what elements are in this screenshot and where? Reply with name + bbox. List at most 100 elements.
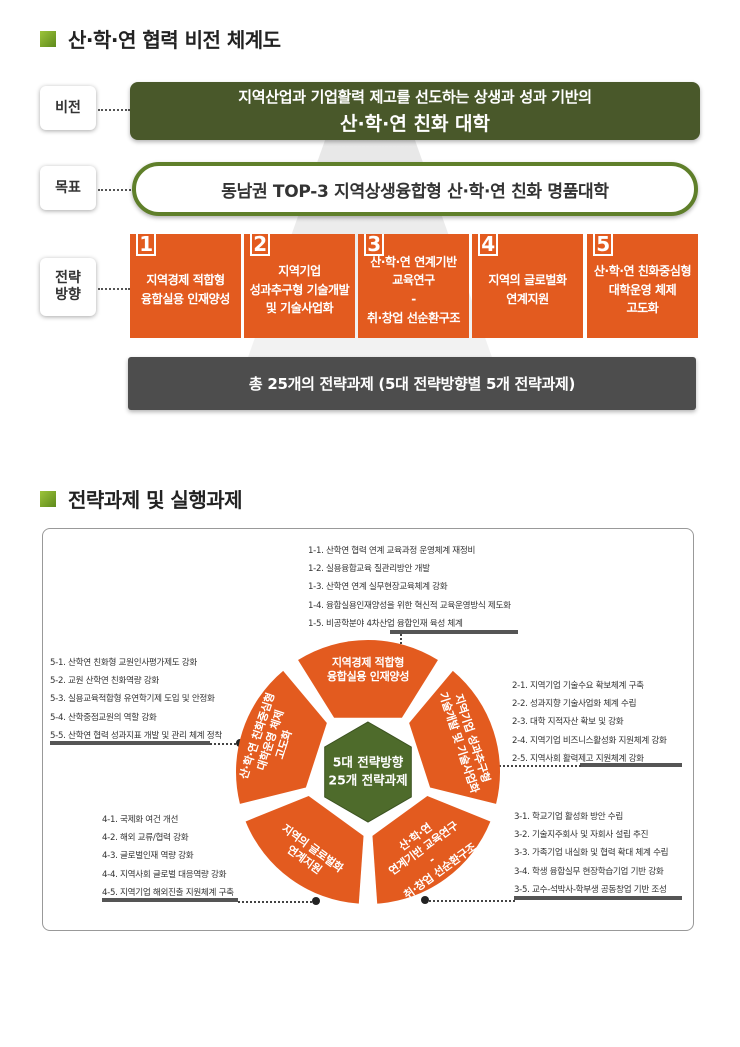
strategy-line: 연계지원 [506,292,549,306]
task-item: 3-1. 학교기업 활성화 방안 수립 [514,812,623,822]
strategy-label: 전략 방향 [40,258,96,316]
task-item: 2-3. 대학 지적자산 확보 및 강화 [512,717,624,728]
section2-title: 전략과제 및 실행과제 [40,484,243,513]
strategy-label-line1: 전략 [55,270,81,287]
strategy-number: 5 [593,234,613,256]
task-item: 1-4. 융합실용인재양성을 위한 혁신적 교육운영방식 제도화 [308,600,511,611]
task-item: 5-4. 산학중점교원의 역할 강화 [50,712,157,723]
connector-5 [210,743,240,745]
task-item: 2-2. 성과지향 기술사업화 체계 수립 [512,699,637,710]
strategy-number: 4 [478,234,498,256]
hub-text: 25개 전략과제 [328,773,407,788]
wheel-segment-3 [372,795,491,904]
task-item: 1-3. 산학연 연계 실무현장교육체계 강화 [308,582,448,593]
strategy-line: 산·학·연 연계기반 [370,254,457,269]
wheel-segment-5 [236,670,327,804]
section1-title: 산·학·연 협력 비전 체계도 [40,24,281,53]
strategy-line: 융합실용 인재양성 [141,292,230,306]
goal-box: 동남권 TOP-3 지역상생융합형 산·학·연 친화 명품대학 [132,162,698,216]
task-bar-2 [580,763,682,767]
task-item: 3-4. 학생 융합실무 현장학습기업 기반 강화 [514,866,664,877]
task-item: 4-4. 지역사회 글로벌 대응역량 강화 [102,869,227,880]
strategy-connector [98,288,130,290]
section1-title-text: 산·학·연 협력 비전 체계도 [68,28,281,52]
task-bar-5 [50,741,210,745]
strategy-line: 지역기업 [278,264,321,279]
vision-label: 비전 [40,86,96,130]
vision-box: 지역산업과 기업활력 제고를 선도하는 상생과 성과 기반의 산·학·연 친화 … [130,82,700,140]
strategy-label-line2: 방향 [55,287,81,303]
bullet-square-icon [40,30,56,47]
task-bar-1 [390,630,518,634]
task-item: 5-5. 산학연 협력 성과지표 개발 및 관리 체계 정착 [50,730,222,741]
section2-title-text: 전략과제 및 실행과제 [68,488,243,512]
connector-dot-3 [421,896,429,904]
strategy-line: 성과추구형 기술개발 [249,282,350,297]
task-item: 1-1. 산학연 협력 연계 교육과정 운영체계 재정비 [308,546,476,556]
task-item: 3-5. 교수-석박사-학부생 공동창업 기반 조성 [514,884,667,895]
task-list-5: 5-1. 산학연 친화형 교원인사평가제도 강화 5-2. 교원 산학연 친화역량… [50,654,222,745]
task-item: 2-4. 지역기업 비즈니스활성화 지원체계 강화 [512,735,667,746]
bullet-square-icon [40,490,56,507]
task-item: 5-3. 실용교육적합형 유연학기제 도입 및 안정화 [50,694,215,705]
task-item: 4-5. 지역기업 해외진출 지원체계 구축 [102,887,234,898]
connector-3 [425,900,515,902]
goal-label-text: 목표 [55,179,81,196]
total-text: 총 25개의 전략과제 (5대 전략방향별 5개 전략과제) [248,375,576,393]
strategy-line: 교육연구 [392,273,435,288]
strategy-line: 대학운영 체제 [608,282,677,297]
task-item: 3-3. 가족기업 내실화 및 협력 확대 체계 수립 [514,848,669,859]
strategy-number: 2 [250,234,270,256]
task-list-1: 1-1. 산학연 협력 연계 교육과정 운영체계 재정비 1-2. 실용융합교육 … [308,542,511,633]
task-item: 4-1. 국제화 여건 개선 [102,815,179,825]
connector-4 [238,901,316,903]
wheel-segment-text: 지역경제 적합형 [332,655,404,669]
vision-connector [98,109,130,111]
task-list-3: 3-1. 학교기업 활성화 방안 수립 3-2. 기술지주회사 및 자회사 설립 … [514,808,669,899]
strategy-line: 지역경제 적합형 [146,273,225,288]
goal-label: 목표 [40,166,96,210]
strategy-line: 산·학·연 친화중심형 [593,264,692,279]
strategy-number: 3 [364,234,384,256]
hub-text: 5대 전략방향 [333,755,404,770]
total-box: 총 25개의 전략과제 (5대 전략방향별 5개 전략과제) [128,357,696,410]
strategy-number: 1 [136,234,156,256]
goal-connector [98,189,134,191]
strategy-line: 지역의 글로벌화 [488,273,567,288]
task-bar-3 [514,896,682,900]
task-item: 2-1. 지역기업 기술수요 확보체계 구축 [512,681,644,691]
goal-text: 동남권 TOP-3 지역상생융합형 산·학·연 친화 명품대학 [221,181,609,202]
strategy-line: - [411,292,416,306]
vision-line2: 산·학·연 친화 대학 [339,113,491,135]
task-item: 2-5. 지역사회 활력제고 지원체계 강화 [512,753,644,764]
wheel-segment-text: - [426,853,437,866]
task-item: 1-2. 실용융합교육 질관리방안 개발 [308,564,430,575]
vision-line1: 지역산업과 기업활력 제고를 선도하는 상생과 성과 기반의 [238,88,592,106]
wheel-segment-text: 융합실용 인재양성 [327,669,409,683]
wheel-segment-2 [409,670,500,804]
task-bar-4 [102,898,238,902]
tasks-panel [42,528,694,931]
wheel-segment-4 [245,795,364,904]
task-item: 3-2. 기술지주회사 및 자회사 설립 추진 [514,830,649,841]
vision-label-text: 비전 [55,99,81,116]
task-item: 5-2. 교원 산학연 친화역량 강화 [50,676,159,687]
strategy-line: 취·창업 선순환구조 [366,310,461,325]
task-item: 1-5. 비공학분야 4차산업 융합인재 육성 체계 [308,618,463,629]
task-list-4: 4-1. 국제화 여건 개선 4-2. 해외 교류/협력 강화 4-3. 글로벌인재… [102,811,234,902]
connector-dot-4 [312,897,320,905]
wheel-segment-1 [298,640,438,718]
hub-hexagon [324,721,412,823]
task-item: 4-2. 해외 교류/협력 강화 [102,833,189,844]
strategy-line: 및 기술사업화 [265,301,334,316]
strategy-line: 고도화 [626,301,659,316]
task-item: 5-1. 산학연 친화형 교원인사평가제도 강화 [50,658,197,668]
task-item: 4-3. 글로벌인재 역량 강화 [102,851,194,862]
